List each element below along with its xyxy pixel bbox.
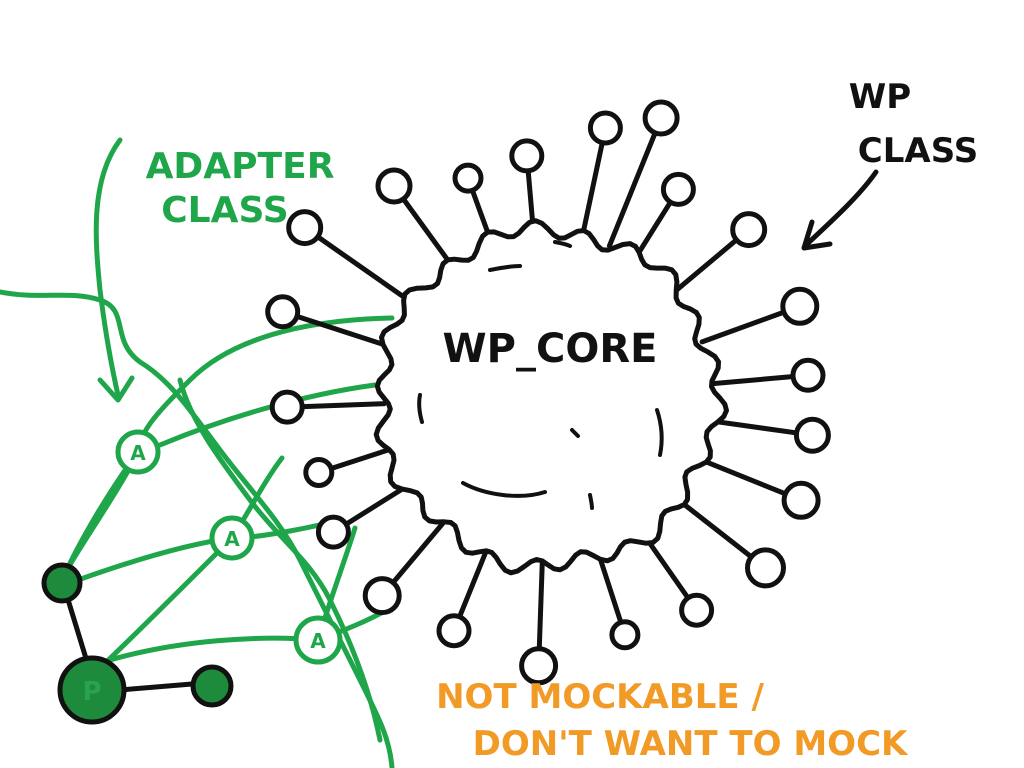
adapter-node-label: A (310, 629, 326, 653)
wp-class-node (642, 99, 680, 137)
wp-class-spike (632, 197, 674, 262)
wp-core-outline (373, 218, 729, 576)
wp-class-node (745, 547, 786, 589)
plugin-node (190, 664, 234, 708)
wp-core-spikes (265, 99, 831, 686)
wp-class-node (790, 357, 826, 393)
wp-class-spike (671, 236, 741, 296)
core-label: WP_CORE (443, 326, 658, 372)
wp-class-spike (596, 551, 624, 627)
wp-class-node (303, 457, 335, 488)
core-texture-marks (417, 240, 664, 510)
wp-class-spike (292, 313, 395, 350)
adapter-nodes: A A A (115, 429, 343, 665)
wp-class-spike (313, 233, 417, 307)
wp-class-spike (708, 373, 798, 387)
wp-class-spike (342, 482, 412, 528)
wp-class-spike (536, 559, 545, 654)
wp-class-spike (389, 521, 446, 587)
wp-class-annotation-line1: WP (849, 77, 911, 117)
wp-class-spike (456, 547, 490, 622)
adapter-arrowhead (97, 375, 135, 403)
adapter-node: A (293, 615, 343, 665)
adapter-class-annotation-line2: CLASS (161, 190, 288, 231)
adapter-class-annotation-line1: ADAPTER (146, 146, 335, 187)
adapter-link (93, 137, 123, 398)
wp-class-arrow (801, 169, 879, 251)
wp-class-node (793, 416, 831, 454)
wp-class-spike (399, 194, 455, 268)
plugin-nodes: P (41, 562, 234, 725)
wp-class-node (286, 209, 324, 247)
wp-class-node (362, 576, 402, 616)
not-mockable-note-line1: NOT MOCKABLE / (436, 677, 764, 717)
wp-class-spike (699, 309, 789, 345)
wp-class-node (587, 110, 623, 146)
plugin-node-label: P (82, 677, 101, 707)
wp-class-spike (697, 456, 790, 498)
wp-class-node (660, 171, 696, 207)
wp-class-spike (579, 138, 606, 241)
adapter-node-label: A (224, 527, 240, 551)
wp-class-node (452, 162, 484, 194)
not-mockable-note-line2: DON'T WANT TO MOCK (473, 724, 909, 764)
wp-class-node (375, 167, 413, 205)
adapter-link (135, 315, 395, 455)
wp-class-node (315, 514, 351, 550)
plugin-node-main (57, 655, 127, 725)
wp-class-node (436, 613, 472, 649)
adapter-node: A (209, 515, 255, 561)
wp-class-spike (326, 446, 395, 472)
wp-core-body (265, 99, 831, 686)
adapter-node-label: A (130, 441, 146, 465)
adapter-link (157, 382, 378, 448)
wp-class-node (730, 211, 768, 249)
adapter-link (107, 635, 321, 663)
wp-class-node (265, 294, 301, 330)
wp-class-node (679, 592, 715, 628)
wp-class-node (780, 286, 820, 326)
adapter-node: A (115, 429, 161, 475)
wp-class-node (781, 480, 821, 520)
wp-class-node (269, 389, 305, 425)
wp-class-spike (297, 401, 387, 410)
wp-class-node (509, 138, 545, 174)
plugin-node (41, 562, 83, 604)
adapter-link (177, 377, 383, 743)
wp-class-spike (606, 128, 659, 249)
wp-class-node (609, 619, 641, 651)
wp-class-spike (707, 418, 801, 436)
wp-class-node (519, 646, 559, 686)
wp-class-spike (674, 496, 756, 561)
wp-class-annotation-line2: CLASS (858, 131, 978, 171)
